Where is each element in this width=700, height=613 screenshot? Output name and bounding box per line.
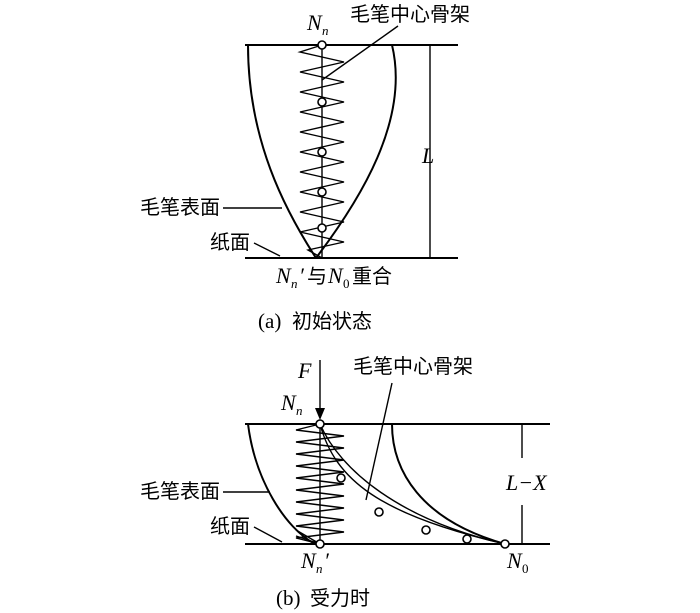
node-a-3	[317, 147, 327, 157]
coincide-label-n1-sub: n	[291, 276, 298, 291]
skeleton-label-b: 毛笔中心骨架	[353, 354, 473, 378]
panel-b: F N n 毛笔中心骨架 L−X	[140, 354, 550, 610]
paper-pointer-b	[253, 526, 283, 543]
caption-b: 受力时	[310, 586, 370, 610]
coincide-label-n2-sub: 0	[343, 276, 350, 291]
node-n0-sub: 0	[522, 561, 529, 576]
length-label-b: L−X	[505, 470, 548, 495]
node-nn-sub-b: n	[296, 403, 303, 418]
spring-zigzag-a	[297, 44, 345, 259]
caption-prefix-b: (b)	[276, 586, 301, 610]
node-a-5	[317, 223, 327, 233]
skeleton-curve-inner	[319, 423, 506, 545]
node-nn-b	[315, 419, 325, 429]
node-n0-label: N	[506, 548, 523, 573]
paper-label-a: 纸面	[210, 230, 250, 254]
caption-a: 初始状态	[292, 309, 372, 333]
node-nn-prime-mark: ′	[324, 548, 330, 573]
skeleton-label-a: 毛笔中心骨架	[350, 2, 470, 26]
skeleton-pointer-a	[321, 25, 399, 81]
node-b-3	[374, 507, 384, 517]
node-a-4	[317, 187, 327, 197]
node-nn-sub-a: n	[322, 23, 329, 38]
coincide-label-end: 重合	[352, 264, 392, 288]
node-nn-label-a: N	[306, 10, 323, 35]
skeleton-pointer-b	[365, 382, 393, 501]
node-nn-prime-sub: n	[316, 561, 323, 576]
surface-label-b: 毛笔表面	[140, 479, 220, 503]
node-b-4	[421, 525, 431, 535]
spring-zigzag-b	[295, 423, 345, 545]
node-b-2	[336, 473, 346, 483]
surface-label-a: 毛笔表面	[140, 195, 220, 219]
brush-surface-left-b	[247, 423, 316, 545]
paper-label-b: 纸面	[210, 514, 250, 538]
length-label-a: L	[421, 143, 434, 168]
paper-pointer-a	[253, 242, 281, 257]
node-nn-label-b: N	[280, 390, 297, 415]
coincide-label-n2: N	[327, 263, 344, 288]
coincide-label-n1: N	[275, 263, 292, 288]
node-b-5	[462, 534, 472, 544]
brush-surface-right-a	[315, 44, 397, 259]
brush-surface-right-b	[391, 423, 506, 545]
brush-surface-left-a	[247, 44, 317, 259]
caption-prefix-a: (a)	[258, 309, 281, 333]
force-label: F	[297, 358, 312, 383]
force-arrow-head	[315, 408, 325, 420]
node-nn-a	[317, 40, 327, 50]
coincide-label-prime: ′	[299, 263, 305, 288]
node-nn-prime-label: N	[300, 548, 317, 573]
coincide-label-mid: 与	[307, 264, 327, 288]
node-n0-b	[500, 539, 510, 549]
node-a-2	[317, 97, 327, 107]
skeleton-curve-outer	[319, 423, 506, 545]
panel-a: L 毛笔中心骨架 N n 毛笔表面 纸面 N n ′ 与 N 0 重合	[140, 2, 470, 333]
node-nn-prime-b	[315, 539, 325, 549]
